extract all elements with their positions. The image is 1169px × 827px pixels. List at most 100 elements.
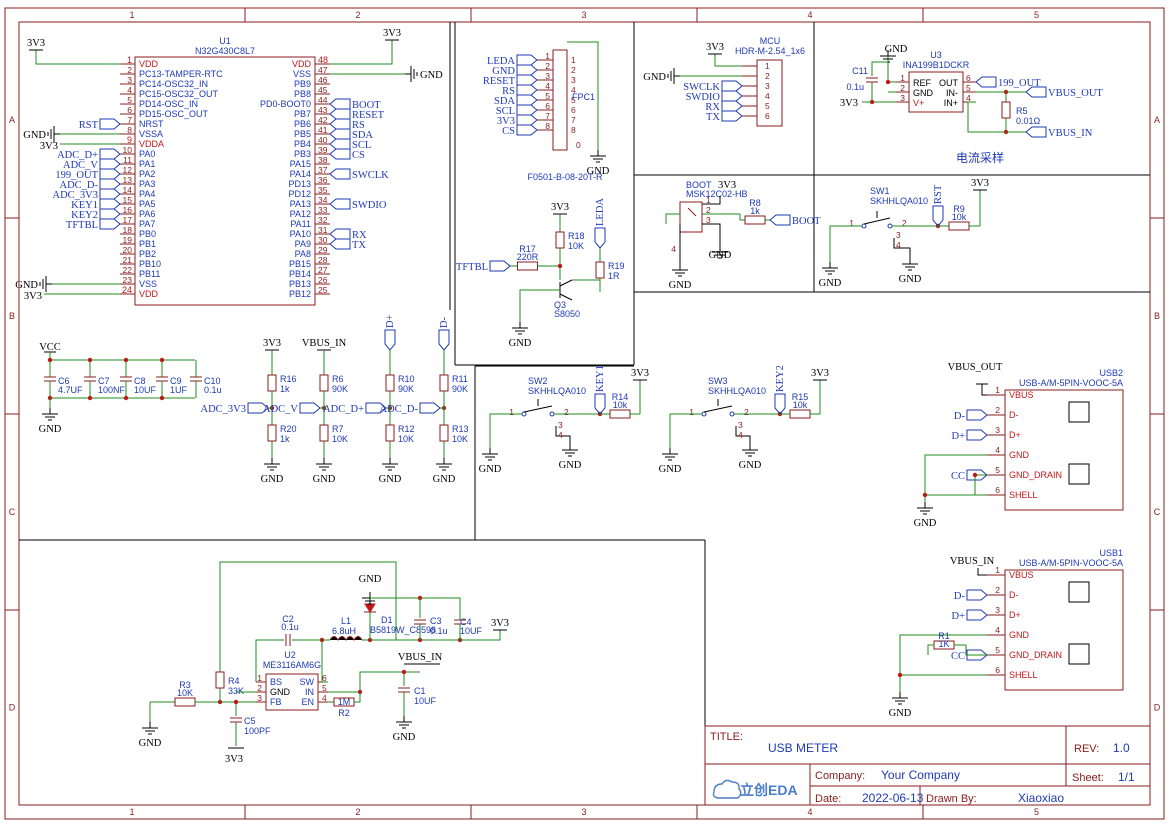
usb-pin-number: 3 bbox=[995, 605, 1000, 615]
net-flag bbox=[516, 84, 538, 96]
switch-pin-number: 2 bbox=[902, 218, 907, 228]
power-label: 3V3 bbox=[24, 291, 42, 302]
usb-pin-name: D+ bbox=[1009, 610, 1021, 620]
sheet-label: Sheet: bbox=[1072, 772, 1104, 784]
junction-dot bbox=[123, 395, 129, 401]
usb-pin-name: D- bbox=[1009, 590, 1019, 600]
resistor-body bbox=[595, 261, 605, 279]
power-label: 3V3 bbox=[225, 754, 243, 765]
cap-value: 0.1u bbox=[204, 385, 222, 395]
ground-label: GND bbox=[479, 464, 502, 475]
buck-pin-name: GND bbox=[270, 687, 291, 697]
switch-contact bbox=[887, 223, 893, 229]
net-flag-label: ADC_D+ bbox=[323, 404, 364, 415]
boot-pin-number: 3 bbox=[706, 215, 711, 225]
adc-dividers: 3V3R161kR201kGNDADC_3V3VBUS_INR690KR710K… bbox=[200, 314, 468, 485]
net-flag bbox=[99, 218, 121, 230]
wire bbox=[702, 196, 721, 205]
resistor-ref: R18 bbox=[568, 231, 585, 241]
resistor-ref: R9 bbox=[953, 204, 965, 214]
resistor-body bbox=[948, 221, 970, 231]
wire bbox=[354, 692, 361, 703]
mcu-pin-name: PA12 bbox=[290, 209, 311, 219]
drawn-label: Drawn By: bbox=[926, 793, 977, 805]
mcu-pin-name: PD15-OSC_OUT bbox=[139, 109, 209, 119]
mcu-pin-number: 5 bbox=[127, 95, 132, 105]
power-label: 3V3 bbox=[40, 141, 58, 152]
resistor-body bbox=[1001, 101, 1011, 119]
net-flag-label: GND bbox=[492, 66, 515, 77]
mcu-body bbox=[134, 56, 316, 306]
junction-dot bbox=[47, 357, 53, 363]
mcu-pin-number: 34 bbox=[318, 195, 328, 205]
logo-text: 立创EDA bbox=[740, 782, 798, 798]
usb-pin-name: GND bbox=[1009, 450, 1030, 460]
power-label: 3V3 bbox=[718, 180, 736, 191]
mcu-pin-name: PA9 bbox=[295, 239, 311, 249]
cap-ref: C3 bbox=[430, 616, 442, 626]
net-flag-label: ADC_V bbox=[263, 404, 298, 415]
wire bbox=[974, 474, 987, 496]
fpc-pin-number: 3 bbox=[571, 75, 576, 85]
buck-ref: U2 bbox=[284, 650, 296, 660]
mcu-pin-number: 8 bbox=[127, 125, 132, 135]
net-flag bbox=[329, 118, 351, 130]
ground-label: GND bbox=[39, 424, 62, 435]
ruler-row-label: B bbox=[1154, 311, 1160, 321]
net-flag bbox=[99, 118, 121, 130]
fpc-pin-number: 7 bbox=[571, 115, 576, 125]
mcu-header: MCUHDR-M-2.54_1x61234563V3GNDSWCLKSWDIOR… bbox=[643, 36, 805, 127]
usb-pin-name: SHELL bbox=[1009, 670, 1038, 680]
net-flag bbox=[247, 402, 269, 414]
resistor-value: 1R bbox=[608, 271, 620, 281]
power-label: 3V3 bbox=[811, 368, 829, 379]
boot-part: MSK12C02-HB bbox=[686, 189, 748, 199]
mcu-pin-number: 2 bbox=[127, 65, 132, 75]
usb-ref: USB1 bbox=[1099, 548, 1123, 558]
resistor-value: 90K bbox=[452, 384, 468, 394]
ina-pin-name: OUT bbox=[939, 78, 959, 88]
cap-value: 10UF bbox=[414, 696, 437, 706]
mcu-pin-number: 30 bbox=[318, 235, 328, 245]
vdd-wire bbox=[35, 50, 120, 65]
company-value: Your Company bbox=[881, 768, 960, 782]
ina-part: INA199B1DCKR bbox=[903, 60, 970, 70]
net-flag bbox=[329, 168, 351, 180]
ground-label: GND bbox=[23, 130, 46, 141]
ina-pin-name: V+ bbox=[913, 98, 924, 108]
mcu-pin-name: PA4 bbox=[139, 189, 155, 199]
fpc-pin-number: 3 bbox=[545, 71, 550, 81]
resistor-value: 90K bbox=[398, 384, 414, 394]
usb-pin-number: 6 bbox=[995, 485, 1000, 495]
power-label: 3V3 bbox=[491, 618, 509, 629]
net-flag bbox=[99, 208, 121, 220]
wire bbox=[714, 54, 742, 67]
ground-label: GND bbox=[559, 460, 582, 471]
resistor-body bbox=[609, 409, 631, 419]
cap-value: 4.7UF bbox=[58, 385, 83, 395]
usb-pin-name: GND_DRAIN bbox=[1009, 470, 1062, 480]
net-flag bbox=[516, 54, 538, 66]
ground-label: GND bbox=[885, 44, 908, 55]
net-flag-label: SCL bbox=[496, 106, 515, 117]
net-flag-label: VBUS_OUT bbox=[1048, 88, 1103, 99]
fpc-pin-number: 4 bbox=[571, 85, 576, 95]
buck-pin-number: 6 bbox=[322, 673, 327, 683]
cap-value: 0.1u bbox=[846, 82, 864, 92]
net-flag bbox=[99, 148, 121, 160]
resistor-ref: R20 bbox=[280, 424, 297, 434]
net-flag-label: ADC_V bbox=[63, 160, 98, 171]
resistor-body bbox=[385, 424, 395, 442]
ina-pin-name: REF bbox=[913, 78, 932, 88]
usb-pin-name: VBUS bbox=[1009, 390, 1034, 400]
resistor-ref: R15 bbox=[792, 392, 809, 402]
net-flag bbox=[99, 188, 121, 200]
mcu-pin-number: 20 bbox=[123, 245, 133, 255]
usb-pin-number: 5 bbox=[995, 465, 1000, 475]
net-flag-label: RX bbox=[352, 230, 367, 241]
diode-body bbox=[364, 603, 376, 613]
mcu-pin-number: 14 bbox=[123, 185, 133, 195]
